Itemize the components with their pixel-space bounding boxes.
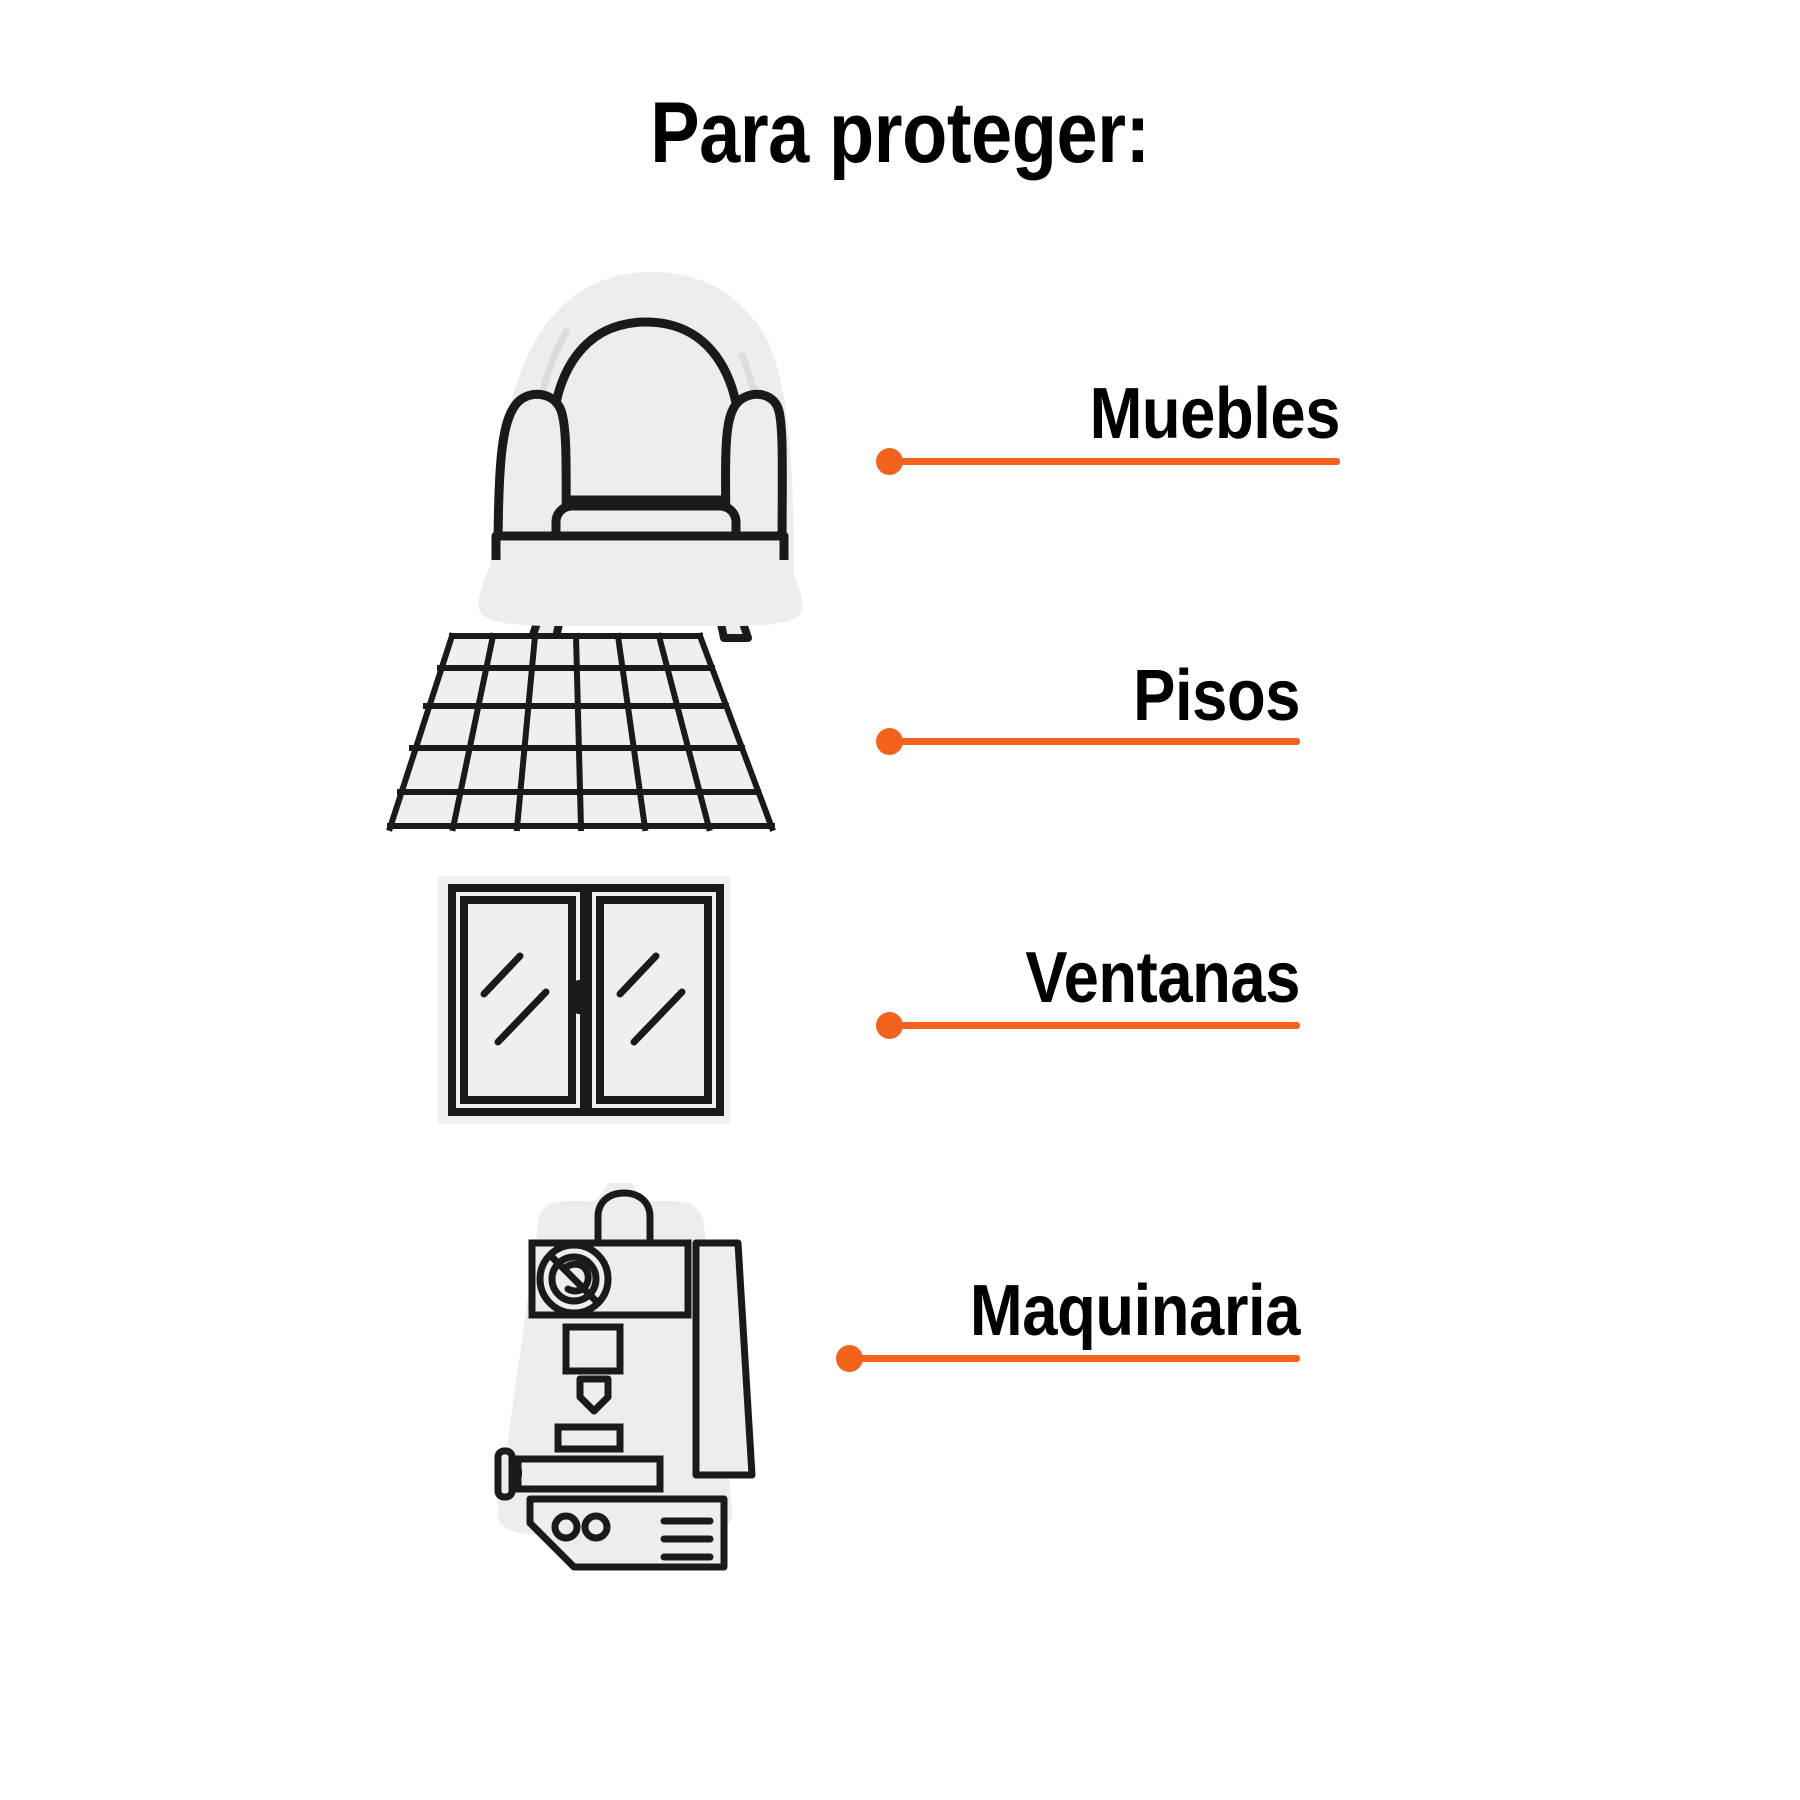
connector-line	[880, 458, 1340, 465]
row-label-maquinaria: Maquinaria	[969, 1271, 1301, 1351]
row-label-muebles: Muebles	[1089, 374, 1341, 454]
row-label-ventanas: Ventanas	[1025, 938, 1300, 1018]
industrial-machine-icon	[380, 1175, 800, 1571]
armchair-with-cover-icon	[380, 260, 803, 642]
tiled-floor-icon	[380, 620, 800, 850]
row-label-pisos: Pisos	[1133, 656, 1300, 736]
connector-line	[840, 1355, 1300, 1362]
connector-line	[880, 1022, 1300, 1029]
connector-dot	[876, 1012, 903, 1039]
page-title: Para proteger:	[650, 85, 1150, 181]
connector-dot	[876, 448, 903, 475]
window-icon	[380, 870, 800, 1130]
connector-dot	[836, 1345, 863, 1372]
connector-dot	[876, 728, 903, 755]
connector-line	[880, 738, 1300, 745]
